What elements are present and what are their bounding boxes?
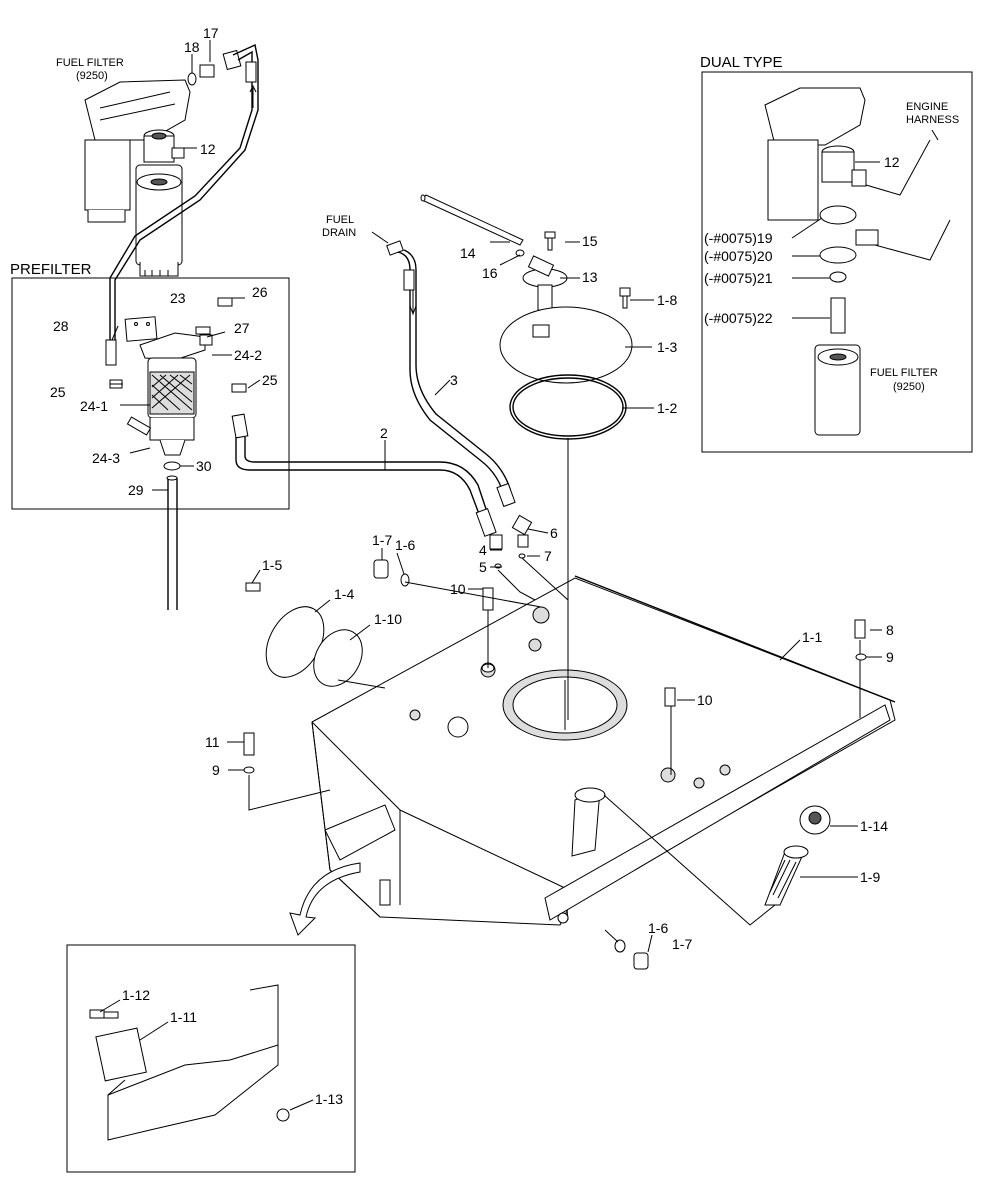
bolt-1-8 [619,287,631,309]
part-label-3: 3 [450,372,458,388]
plate-13 [515,249,568,311]
part-label-1-6-top: 1-6 [395,537,415,553]
dual-type-title: DUAL TYPE [700,54,783,71]
bolt-11-washer-9 [243,732,331,811]
part-label-1-1: 1-1 [802,629,822,645]
part-label-1-13: 1-13 [315,1091,343,1107]
part-label-1-3: 1-3 [657,339,677,355]
part-label-10-top: 10 [450,581,466,597]
part-label-9-left: 9 [212,762,220,778]
part-label-13: 13 [582,269,598,285]
part-label-5: 5 [479,559,487,575]
part-label-6: 6 [550,525,558,541]
pipe-14 [420,194,524,246]
hose-28 [105,43,259,366]
part-label-1-5: 1-5 [262,557,282,573]
fuel-filter-right-code: (9250) [893,381,925,393]
prefilter-title: PREFILTER [10,261,92,278]
part-label-1-7-top: 1-7 [372,532,392,548]
cap-1-14 [799,805,831,835]
part-label-1-10: 1-10 [374,611,402,627]
hose-2 [231,413,497,537]
fuel-drain-label-2: DRAIN [322,227,356,239]
part-label-1-4: 1-4 [334,586,354,602]
bracket-detail-frame [66,944,356,1173]
part-label-9-right: 9 [886,649,894,665]
strainer-1-9 [764,845,809,906]
part-label-1-12: 1-12 [122,987,150,1003]
part-label-16: 16 [482,265,498,281]
part-label-25-left: 25 [50,384,66,400]
part-label-19: (-#0075)19 [704,230,773,246]
prefilter-assembly [109,297,247,471]
part-label-17: 17 [203,25,219,41]
part-label-4: 4 [479,542,487,558]
gasket-1-2 [509,374,627,440]
part-label-24-1: 24-1 [80,398,108,414]
engine-label: ENGINE [906,101,948,113]
part-label-24-2: 24-2 [234,347,262,363]
fuel-filter-assembly-left [84,79,191,277]
part-label-10-mid: 10 [697,692,713,708]
bolt-10-b [664,687,676,707]
fuel-filter-right-label: FUEL FILTER [870,367,938,379]
plug-1-7-top [373,559,410,587]
part-label-1-2: 1-2 [657,400,677,416]
part-label-8: 8 [886,622,894,638]
fuel-filter-left-label: FUEL FILTER [56,57,124,69]
detail-arrow [289,862,361,936]
part-label-26: 26 [252,284,268,300]
fittings-4-6 [489,514,533,569]
part-label-28: 28 [53,318,69,334]
part-label-1-8: 1-8 [657,292,677,308]
part-label-1-7-bottom: 1-7 [672,936,692,952]
part-label-20: (-#0075)20 [704,248,773,264]
sender-plate-1-3 [499,306,633,384]
part-label-25-right: 25 [262,372,278,388]
part-label-1-11: 1-11 [170,1009,197,1025]
part-label-18: 18 [184,39,200,55]
part-label-1-14: 1-14 [860,818,888,834]
part-label-22: (-#0075)22 [704,310,773,326]
part-label-21: (-#0075)21 [704,270,773,286]
dual-type-frame [701,71,973,453]
part-label-7: 7 [544,548,552,564]
part-label-27: 27 [234,320,250,336]
fuel-drain-label-1: FUEL [326,214,354,226]
cover-1-4 [245,582,363,687]
prefilter-frame [11,277,290,510]
part-label-12-left: 12 [200,141,216,157]
fitting-17-18 [187,49,242,86]
part-label-24-3: 24-3 [92,450,120,466]
hose-3 [386,240,516,508]
part-label-1-9: 1-9 [860,869,880,885]
part-label-14: 14 [460,245,476,261]
screw-15 [544,231,556,251]
dual-type-filter [764,87,951,436]
part-label-2: 2 [380,425,388,441]
hose-29 [166,475,178,610]
bracket-detail [89,984,290,1141]
plug-1-7-bottom [614,939,649,970]
harness-label: HARNESS [906,114,959,126]
leader-lines [99,40,939,1111]
part-label-23: 23 [170,290,186,306]
fuel-tank-1-1 [311,575,896,926]
part-label-12-right: 12 [884,154,900,170]
part-label-30: 30 [196,458,212,474]
part-label-11: 11 [205,734,220,750]
fuel-filter-left-code: (9250) [76,70,108,82]
part-label-15: 15 [582,233,598,249]
part-label-29: 29 [128,482,144,498]
part-label-1-6-bottom: 1-6 [648,920,668,936]
